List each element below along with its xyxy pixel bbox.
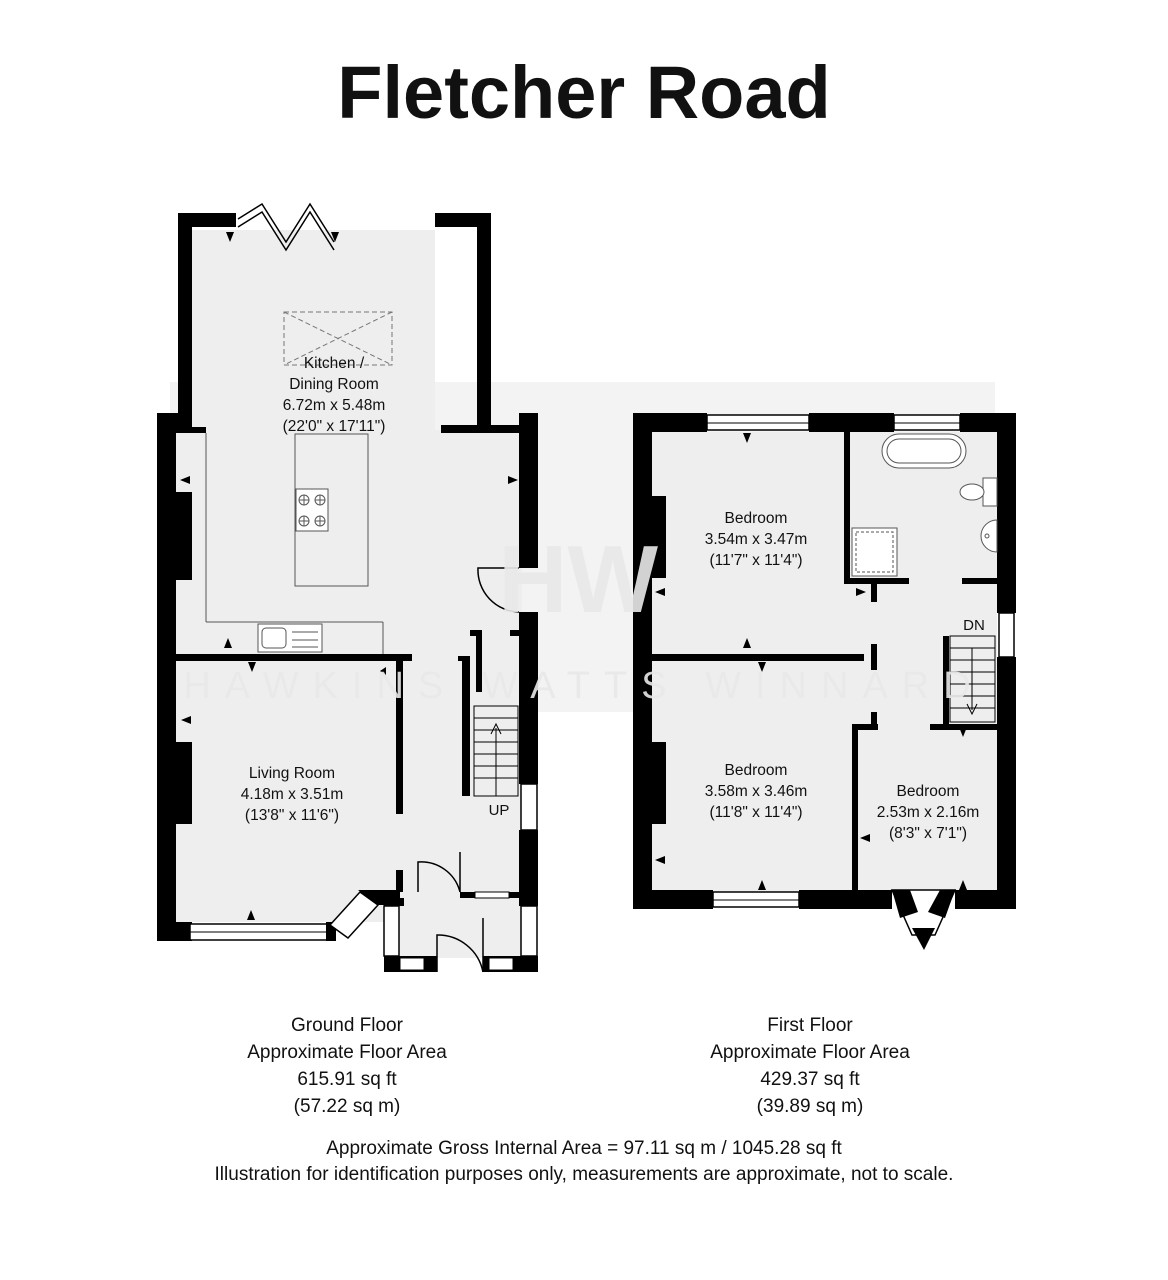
stairs-up-label: UP bbox=[489, 802, 510, 819]
stairs-down-label: DN bbox=[963, 617, 985, 634]
first-floor-sq-m: (39.89 sq m) bbox=[756, 1096, 864, 1117]
living-room-imperial: (13'8" x 11'6") bbox=[245, 807, 339, 824]
first-floor-plan bbox=[633, 413, 1016, 950]
watermark-monogram: HW bbox=[498, 526, 658, 633]
bedroom-2-metric: 3.58m x 3.46m bbox=[705, 783, 808, 800]
ground-floor-plan bbox=[157, 202, 538, 973]
living-room-metric: 4.18m x 3.51m bbox=[241, 786, 344, 803]
kitchen-floor bbox=[190, 230, 435, 430]
kitchen-label-line2: Dining Room bbox=[289, 376, 379, 393]
bedroom-3-metric: 2.53m x 2.16m bbox=[877, 804, 980, 821]
ground-floor-sq-ft: 615.91 sq ft bbox=[297, 1069, 397, 1090]
ground-floor-area-label: Approximate Floor Area bbox=[247, 1042, 447, 1063]
first-floor-name: First Floor bbox=[767, 1015, 853, 1036]
bedroom-1-imperial: (11'7" x 11'4") bbox=[709, 552, 802, 569]
floor-plan-drawing: HW HAWKINS WATTS WINNARD Kitchen / Dinin… bbox=[157, 202, 1016, 973]
first-floor-area-label: Approximate Floor Area bbox=[710, 1042, 910, 1063]
bedroom-3-label: Bedroom bbox=[897, 783, 960, 800]
ground-floor-sq-m: (57.22 sq m) bbox=[293, 1096, 401, 1117]
gross-internal-area: Approximate Gross Internal Area = 97.11 … bbox=[326, 1138, 842, 1159]
bedroom-1-label: Bedroom bbox=[725, 510, 788, 527]
disclaimer: Illustration for identification purposes… bbox=[214, 1164, 954, 1185]
bedroom-2-imperial: (11'8" x 11'4") bbox=[709, 804, 802, 821]
kitchen-label-line1: Kitchen / bbox=[304, 355, 365, 372]
first-floor-sq-ft: 429.37 sq ft bbox=[760, 1069, 860, 1090]
living-room-label: Living Room bbox=[249, 765, 335, 782]
bedroom-3-imperial: (8'3" x 7'1") bbox=[889, 825, 967, 842]
first-floor-main bbox=[652, 432, 997, 892]
kitchen-metric: 6.72m x 5.48m bbox=[283, 397, 386, 414]
kitchen-imperial: (22'0" x 17'11") bbox=[283, 418, 386, 435]
ground-floor-name: Ground Floor bbox=[291, 1015, 403, 1036]
bedroom-1-metric: 3.54m x 3.47m bbox=[705, 531, 808, 548]
porch-floor bbox=[398, 900, 522, 958]
first-floor-caption: First Floor Approximate Floor Area 429.3… bbox=[660, 1012, 960, 1120]
ground-floor-caption: Ground Floor Approximate Floor Area 615.… bbox=[197, 1012, 497, 1120]
bedroom-2-label: Bedroom bbox=[725, 762, 788, 779]
watermark-company: HAWKINS WATTS WINNARD bbox=[183, 665, 984, 707]
plan-title: Fletcher Road bbox=[337, 51, 831, 134]
